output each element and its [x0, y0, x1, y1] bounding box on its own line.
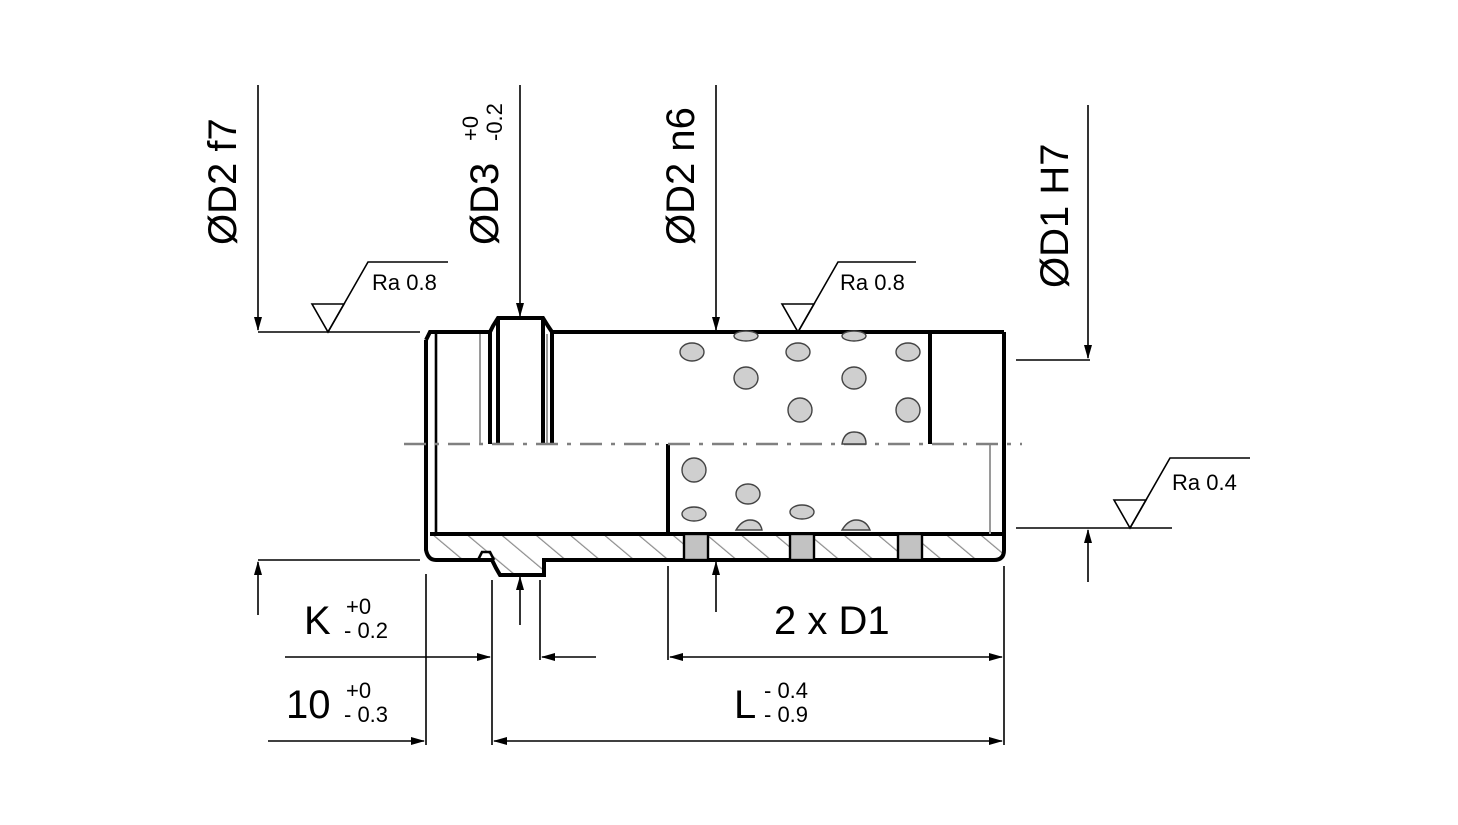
dim-k-tol-upper: +0	[346, 594, 371, 619]
section-hatch	[426, 534, 1004, 575]
graphite-holes	[679, 330, 921, 531]
dim-ten-tol-lower: - 0.3	[344, 702, 388, 727]
graphite-hole	[734, 519, 763, 531]
graphite-hole	[895, 342, 921, 362]
dim-d3-tol-lower: -0.2	[482, 103, 507, 141]
graphite-hole	[787, 397, 813, 423]
graphite-plug-2	[788, 532, 816, 562]
graphite-hole	[785, 342, 811, 362]
graphite-plug-1	[682, 532, 710, 562]
dim-pitch-label: 2 x D1	[774, 599, 890, 643]
bottom-groove	[476, 550, 496, 561]
dim-d2-n6-label: ØD2 n6	[659, 107, 703, 245]
graphite-hole	[679, 342, 705, 362]
dim-d3-tol-upper: +0	[458, 116, 483, 141]
graphite-plug-3	[896, 532, 924, 562]
dim-d1-h7-label: ØD1 H7	[1033, 144, 1077, 289]
graphite-hole	[895, 397, 921, 423]
dim-ten: 10 +0 - 0.3	[286, 678, 388, 727]
dim-ten-tol-upper: +0	[346, 678, 371, 703]
dim-length-tol-lower: - 0.9	[764, 702, 808, 727]
dimension-lines	[254, 85, 1172, 745]
graphite-hole	[681, 457, 707, 483]
graphite-hole	[841, 366, 867, 390]
graphite-hole	[840, 519, 872, 531]
surface-finish-right: Ra 0.4	[1112, 457, 1250, 530]
outer-outline-top	[424, 316, 1004, 341]
ra-label-middle: Ra 0.8	[840, 270, 905, 295]
dim-k: K +0 - 0.2	[304, 594, 388, 643]
outer-outline-bottom	[424, 340, 1006, 577]
dim-length-tol-upper: - 0.4	[764, 678, 808, 703]
graphite-hole	[841, 431, 867, 445]
dim-ten-label: 10	[286, 683, 331, 727]
dim-length-label: L	[734, 683, 756, 727]
ra-label-right: Ra 0.4	[1172, 470, 1237, 495]
surface-finish-left: Ra 0.8	[310, 261, 448, 334]
graphite-hole	[735, 483, 761, 505]
bushing-part	[404, 316, 1022, 577]
graphite-hole	[733, 330, 759, 342]
dim-k-tol-lower: - 0.2	[344, 618, 388, 643]
graphite-hole	[789, 504, 815, 520]
ra-label-left: Ra 0.8	[372, 270, 437, 295]
surface-finish-middle: Ra 0.8	[780, 261, 916, 334]
graphite-hole	[841, 330, 867, 342]
graphite-hole	[733, 366, 759, 390]
dim-length: L - 0.4 - 0.9	[734, 678, 808, 727]
dim-d3: ØD3 +0 -0.2	[458, 103, 507, 245]
dim-d3-label: ØD3	[463, 163, 507, 245]
graphite-hole	[681, 506, 707, 522]
dim-k-label: K	[304, 599, 331, 643]
dim-d2-f7-label: ØD2 f7	[201, 118, 245, 245]
